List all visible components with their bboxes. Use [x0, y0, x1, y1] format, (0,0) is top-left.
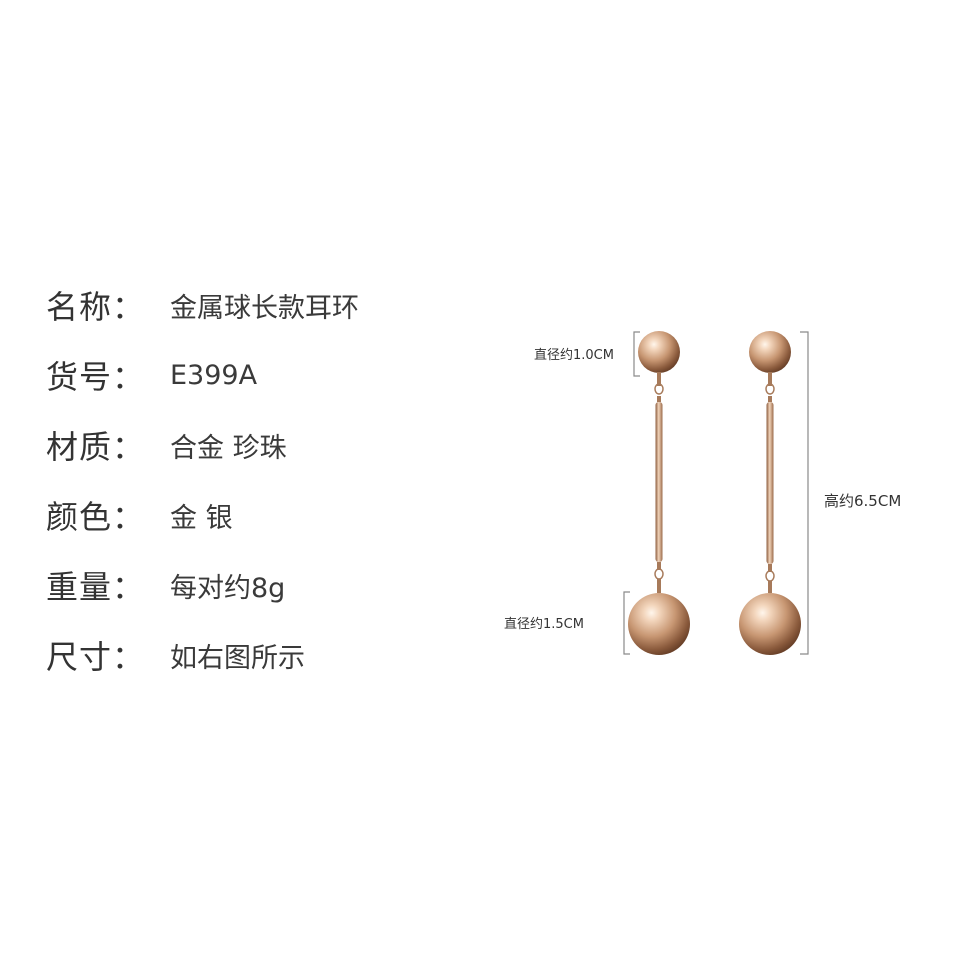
spec-label: 货号： [46, 358, 146, 396]
jump-ring [654, 568, 664, 580]
spec-label: 名称： [46, 288, 146, 326]
spec-label: 尺寸： [46, 638, 146, 676]
spec-row-size: 尺寸： 如右图所示 [46, 620, 466, 690]
bar [766, 402, 774, 564]
connector [657, 579, 661, 593]
spec-value: 金 银 [170, 502, 233, 534]
spec-label: 材质： [46, 428, 146, 466]
connector [768, 396, 772, 402]
spec-row-weight: 重量： 每对约8g [46, 550, 466, 620]
spec-row-material: 材质： 合金 珍珠 [46, 410, 466, 480]
connector [657, 396, 661, 402]
spec-value: 每对约8g [170, 572, 286, 604]
top-ball [749, 331, 791, 373]
earring-illustration [623, 331, 809, 655]
jump-ring [765, 383, 775, 395]
bottom-ball-diameter-label: 直径约1.5CM [504, 617, 584, 632]
spec-row-item-number: 货号： E399A [46, 340, 466, 410]
bottom-ball-bracket [623, 591, 630, 655]
spec-value: 合金 珍珠 [170, 432, 287, 464]
jump-ring [765, 570, 775, 582]
connector [657, 562, 661, 570]
connector [768, 564, 772, 572]
spec-label: 重量： [46, 568, 146, 606]
bottom-ball [628, 593, 690, 655]
top-ball [638, 331, 680, 373]
top-ball-diameter-label: 直径约1.0CM [534, 348, 614, 363]
spec-value: 如右图所示 [170, 642, 305, 674]
bottom-ball [739, 593, 801, 655]
height-bracket [800, 331, 809, 655]
spec-table: 名称： 金属球长款耳环 货号： E399A 材质： 合金 珍珠 颜色： 金 银 … [46, 270, 466, 690]
spec-value: 金属球长款耳环 [170, 292, 359, 324]
connector [768, 581, 772, 593]
jump-ring [654, 383, 664, 395]
spec-label: 颜色： [46, 498, 146, 536]
spec-value: E399A [170, 359, 258, 391]
bar [655, 402, 663, 562]
spec-row-color: 颜色： 金 银 [46, 480, 466, 550]
earring-right [739, 331, 801, 655]
top-ball-bracket [633, 331, 640, 377]
earring-left [628, 331, 690, 655]
spec-row-name: 名称： 金属球长款耳环 [46, 270, 466, 340]
connector [768, 372, 772, 386]
product-figure: 直径约1.0CM 直径约1.5CM 高约6.5CM [490, 310, 950, 680]
height-label: 高约6.5CM [824, 492, 902, 510]
connector [657, 372, 661, 386]
